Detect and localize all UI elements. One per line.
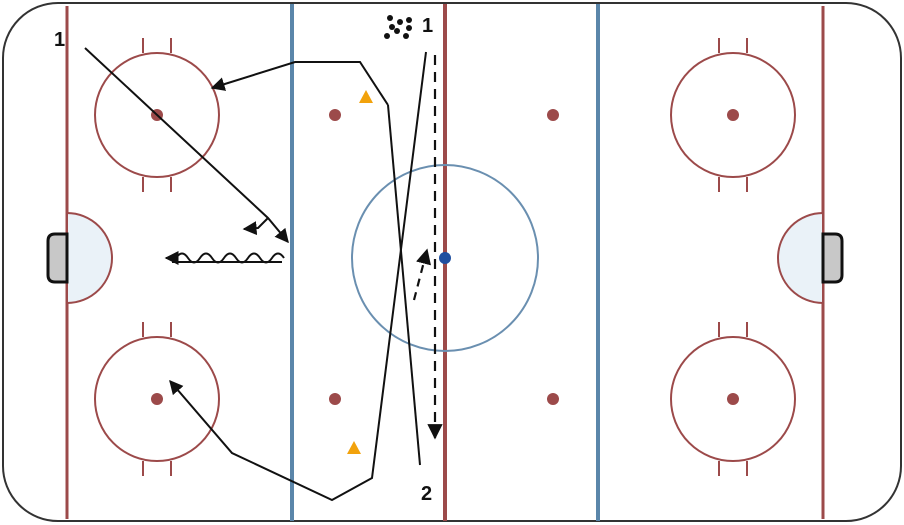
- faceoff-circle-top-right: [670, 38, 796, 192]
- triangle-cone-icon: [347, 441, 361, 454]
- faceoff-circle-bottom-right: [670, 322, 796, 476]
- skate-path-player1-pivot: [242, 217, 269, 236]
- goal-crease-left: [66, 211, 113, 305]
- goal-net-left: [46, 232, 69, 284]
- neutral-dot-top-left: [329, 109, 341, 121]
- faceoff-circle-bottom-left: [94, 322, 220, 476]
- player-label-2-bottom: 2: [421, 483, 432, 505]
- goal-crease-right: [777, 211, 824, 305]
- skate-path-player2: [387, 104, 421, 466]
- pass-path-dashed-up: [412, 248, 431, 301]
- center-circle: [351, 164, 539, 352]
- neutral-dot-top-right: [547, 109, 559, 121]
- skate-path-bottom-return: [169, 51, 427, 502]
- player-label-1-center: 1: [422, 15, 433, 37]
- triangle-cone-icon: [359, 90, 373, 103]
- center-dot: [439, 252, 451, 264]
- puck-icon: [384, 15, 412, 39]
- neutral-dot-bottom-right: [547, 393, 559, 405]
- player-label-1-left: 1: [54, 29, 65, 51]
- goal-net-right: [821, 232, 844, 284]
- skate-path-top-center-loop: [210, 61, 389, 106]
- neutral-dot-bottom-left: [329, 393, 341, 405]
